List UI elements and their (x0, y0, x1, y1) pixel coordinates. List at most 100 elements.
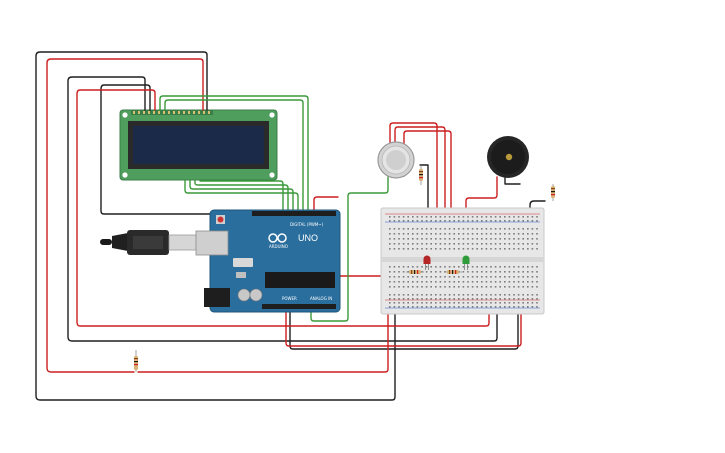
breadboard-hole (389, 276, 391, 278)
breadboard-hole (407, 216, 409, 218)
breadboard-hole (393, 298, 396, 300)
breadboard-hole (467, 216, 469, 218)
lcd-display[interactable] (119, 109, 278, 181)
breadboard-hole (467, 286, 469, 288)
breadboard-hole (393, 294, 396, 296)
breadboard-hole (444, 233, 446, 235)
breadboard-hole (517, 243, 520, 245)
breadboard-hole (467, 271, 469, 273)
breadboard-hole (398, 216, 400, 218)
breadboard-hole (453, 248, 455, 250)
breadboard-hole (504, 266, 506, 268)
breadboard-hole (412, 238, 414, 240)
breadboard-hole (453, 238, 455, 240)
breadboard-hole (513, 276, 515, 278)
breadboard-hole (435, 248, 437, 250)
breadboard-hole (439, 298, 442, 300)
breadboard-hole (389, 243, 391, 245)
breadboard-hole (425, 271, 428, 273)
breadboard-hole (398, 298, 400, 300)
breadboard-hole (458, 228, 460, 230)
breadboard-hole (453, 302, 455, 304)
breadboard-hole (499, 276, 501, 278)
breadboard-hole (416, 302, 419, 304)
breadboard-hole (430, 302, 432, 304)
breadboard-hole (522, 248, 524, 250)
breadboard-hole (522, 286, 524, 288)
breadboard-hole (393, 238, 396, 240)
analog-label: ANALOG IN (310, 296, 332, 301)
breadboard-hole (407, 220, 409, 222)
breadboard-hole (504, 233, 506, 235)
breadboard-hole (531, 276, 534, 278)
breadboard-hole (398, 266, 400, 268)
breadboard-hole (448, 248, 451, 250)
breadboard-hole (508, 271, 511, 273)
breadboard-hole (536, 302, 538, 304)
breadboard-hole (531, 286, 534, 288)
breadboard-hole (407, 276, 409, 278)
breadboard-hole (448, 233, 451, 235)
breadboard-hole (425, 286, 428, 288)
breadboard-hole (499, 306, 501, 308)
breadboard-hole (407, 233, 409, 235)
breadboard-hole (536, 266, 538, 268)
breadboard-hole (471, 281, 474, 283)
breadboard-hole (513, 302, 515, 304)
piezo-buzzer[interactable] (487, 136, 529, 178)
breadboard-hole (508, 248, 511, 250)
breadboard-hole (430, 243, 432, 245)
breadboard-hole (439, 228, 442, 230)
breadboard-hole (458, 276, 460, 278)
breadboard-hole (421, 243, 423, 245)
red-led[interactable] (423, 255, 431, 271)
breadboard-hole (504, 298, 506, 300)
breadboard-hole (448, 228, 451, 230)
breadboard-hole (439, 276, 442, 278)
breadboard-hole (504, 276, 506, 278)
gas-sensor[interactable] (377, 141, 415, 179)
arduino-uno[interactable]: ARDUINO UNO DIGITAL (PWM~) POWER ANALOG … (195, 209, 341, 313)
breadboard-hole (531, 306, 534, 308)
breadboard-hole (389, 220, 391, 222)
breadboard-hole (536, 286, 538, 288)
breadboard-hole (517, 220, 520, 222)
resistor-green-led (444, 270, 462, 274)
breadboard-hole (453, 281, 455, 283)
breadboard-hole (481, 286, 483, 288)
breadboard-hole (407, 243, 409, 245)
breadboard-hole (425, 276, 428, 278)
breadboard-hole (439, 266, 442, 268)
breadboard-hole (407, 298, 409, 300)
breadboard-hole (476, 266, 478, 268)
reset-button[interactable] (217, 216, 224, 223)
breadboard-hole (476, 281, 478, 283)
breadboard-hole (458, 294, 460, 296)
breadboard-hole (522, 281, 524, 283)
breadboard-hole (435, 266, 437, 268)
breadboard-hole (536, 276, 538, 278)
breadboard-hole (508, 306, 511, 308)
green-wires (159, 95, 389, 322)
breadboard-hole (517, 286, 520, 288)
breadboard-hole (476, 228, 478, 230)
breadboard-hole (448, 220, 451, 222)
breadboard-hole (485, 228, 488, 230)
breadboard-hole (504, 281, 506, 283)
breadboard-hole (458, 266, 460, 268)
breadboard-hole (508, 233, 511, 235)
breadboard-hole (389, 271, 391, 273)
breadboard-hole (425, 306, 428, 308)
breadboard-hole (453, 298, 455, 300)
breadboard-hole (389, 248, 391, 250)
resistor-red-led (406, 270, 424, 274)
breadboard-hole (416, 228, 419, 230)
breadboard-hole (458, 306, 460, 308)
breadboard-hole (481, 302, 483, 304)
breadboard-hole (448, 286, 451, 288)
breadboard-hole (398, 271, 400, 273)
breadboard-hole (494, 220, 497, 222)
breadboard-hole (513, 233, 515, 235)
green-led[interactable] (462, 255, 470, 271)
breadboard-hole (508, 266, 511, 268)
